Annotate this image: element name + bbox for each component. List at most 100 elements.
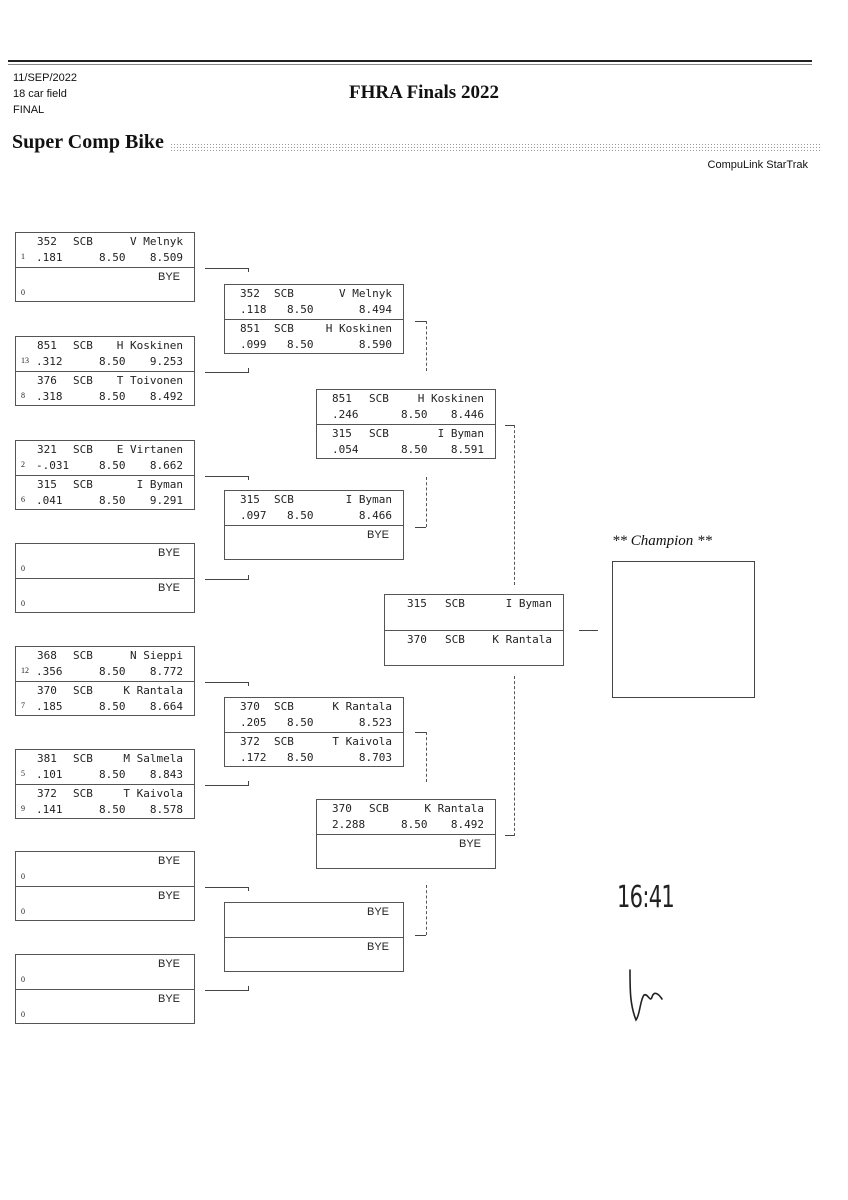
- elapsed-time: 8.590: [358, 338, 392, 351]
- bracket-line: [248, 476, 249, 480]
- class-code: SCB: [73, 787, 93, 800]
- elapsed-time: 8.492: [149, 390, 183, 403]
- racer-slot: BYE: [225, 937, 403, 971]
- bye-label: BYE: [157, 582, 180, 594]
- seed-number: 7: [21, 701, 25, 710]
- elapsed-time: 8.843: [149, 768, 183, 781]
- bracket-line: [248, 575, 249, 579]
- rider-name: I Byman: [505, 597, 552, 610]
- class-code: SCB: [73, 235, 93, 248]
- bike-number: 381: [37, 752, 57, 765]
- header-rule-thin: [8, 64, 812, 65]
- elapsed-time: 8.772: [149, 665, 183, 678]
- handwritten-initials-icon: [629, 969, 663, 1022]
- bye-label: BYE: [157, 890, 180, 902]
- elapsed-time: 8.664: [149, 700, 183, 713]
- reaction-time: 2.288: [332, 818, 366, 831]
- page-title: FHRA Finals 2022: [349, 82, 499, 103]
- champion-label: ** Champion **: [612, 533, 713, 549]
- bracket-line: [248, 887, 249, 891]
- elapsed-time: 8.446: [450, 408, 484, 421]
- bracket-line: [248, 368, 249, 372]
- bracket-line: [248, 268, 249, 272]
- rider-name: K Rantala: [492, 633, 552, 646]
- dial-in: 8.50: [401, 443, 428, 456]
- reaction-time: .041: [36, 494, 63, 507]
- seed-number: 0: [21, 599, 25, 608]
- rider-name: V Melnyk: [339, 287, 392, 300]
- bike-number: 321: [37, 443, 57, 456]
- class-code: SCB: [369, 392, 389, 405]
- bike-number: 372: [37, 787, 57, 800]
- rider-name: T Kaivola: [123, 787, 183, 800]
- rider-name: N Sieppi: [130, 649, 183, 662]
- rider-name: H Koskinen: [325, 322, 392, 335]
- class-name: Super Comp Bike: [12, 131, 166, 154]
- bike-number: 352: [240, 287, 260, 300]
- bracket-dashed-line: [426, 885, 427, 935]
- bike-number: 315: [332, 427, 352, 440]
- software-brand: CompuLink StarTrak: [707, 159, 808, 171]
- bike-number: 315: [240, 493, 260, 506]
- champion-box: [612, 561, 755, 698]
- racer-slot: BYE: [317, 834, 495, 868]
- rider-name: K Rantala: [424, 802, 484, 815]
- header-rule: [8, 60, 812, 62]
- reaction-time: .246: [332, 408, 359, 421]
- class-code: SCB: [73, 649, 93, 662]
- elapsed-time: 8.466: [358, 509, 392, 522]
- seed-number: 9: [21, 804, 25, 813]
- seed-number: 2: [21, 460, 25, 469]
- seed-number: 6: [21, 495, 25, 504]
- dial-in: 8.50: [99, 390, 126, 403]
- racer-slot: BYE: [225, 525, 403, 559]
- rider-name: I Byman: [345, 493, 392, 506]
- elapsed-time: 9.253: [149, 355, 183, 368]
- handwritten-time: 16:41: [617, 880, 675, 915]
- rider-name: H Koskinen: [116, 339, 183, 352]
- elapsed-time: 8.591: [450, 443, 484, 456]
- bracket-line: [248, 986, 249, 990]
- bye-label: BYE: [366, 941, 389, 953]
- dial-in: 8.50: [99, 251, 126, 264]
- elapsed-time: 8.662: [149, 459, 183, 472]
- rider-name: K Rantala: [332, 700, 392, 713]
- reaction-time: .099: [240, 338, 267, 351]
- reaction-time: .318: [36, 390, 63, 403]
- dial-in: 8.50: [287, 509, 314, 522]
- seed-number: 0: [21, 975, 25, 984]
- bike-number: 851: [37, 339, 57, 352]
- bike-number: 352: [37, 235, 57, 248]
- bracket-line: [579, 630, 598, 631]
- bike-number: 368: [37, 649, 57, 662]
- dial-in: 8.50: [99, 803, 126, 816]
- class-code: SCB: [73, 443, 93, 456]
- bike-number: 370: [407, 633, 427, 646]
- bracket-line: [205, 579, 249, 580]
- bracket-line: [205, 268, 249, 269]
- elapsed-time: 8.703: [358, 751, 392, 764]
- bye-label: BYE: [458, 838, 481, 850]
- elapsed-time: 8.509: [149, 251, 183, 264]
- reaction-time: -.031: [36, 459, 70, 472]
- bracket-line: [248, 781, 249, 785]
- bracket-dashed-line: [514, 676, 515, 836]
- bracket-line: [415, 527, 426, 528]
